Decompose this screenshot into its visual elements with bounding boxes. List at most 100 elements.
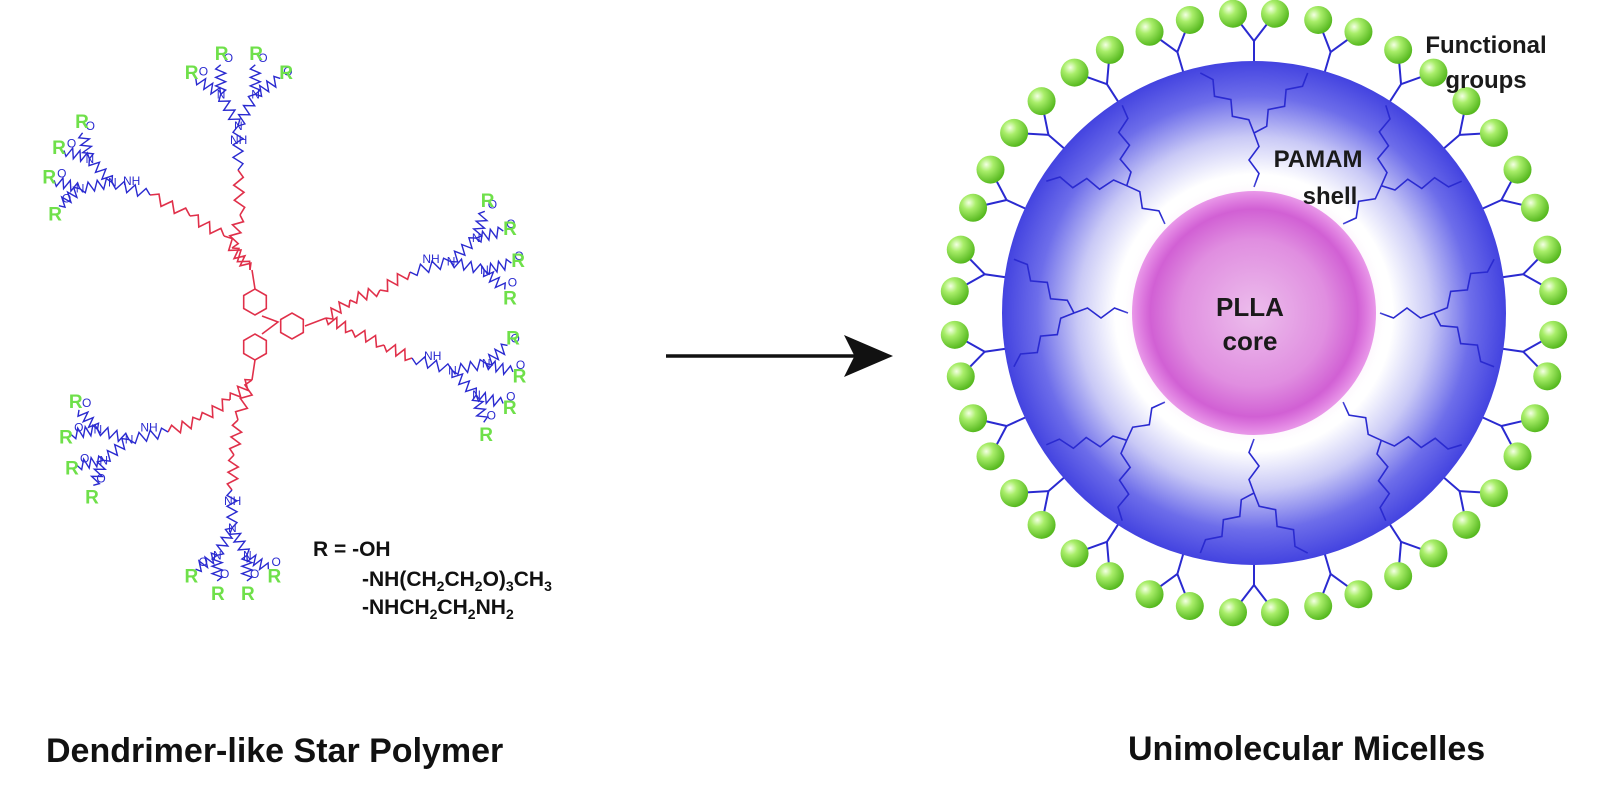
shell-label-line2: shell xyxy=(1303,183,1358,210)
pamam-branch xyxy=(215,527,234,556)
pamam-branch xyxy=(195,77,222,96)
functional-bead xyxy=(1260,598,1289,627)
pamam-branch xyxy=(451,358,487,376)
tether xyxy=(1442,134,1461,151)
left-caption: Dendrimer-like Star Polymer xyxy=(46,732,504,770)
nitrogen-atom: N xyxy=(99,453,108,467)
shell-label-line1: PAMAM xyxy=(1274,146,1363,173)
shell-chain-branch xyxy=(1376,440,1391,522)
pamam-branch xyxy=(483,258,512,276)
tether xyxy=(1176,51,1185,74)
functional-bead xyxy=(1027,87,1056,116)
right-caption: Unimolecular Micelles xyxy=(1128,730,1486,768)
functional-bead xyxy=(1000,118,1029,147)
carbonyl-oxygen: O xyxy=(80,451,89,465)
carbonyl-oxygen: O xyxy=(487,408,496,422)
nitrogen-atom: N xyxy=(76,182,85,196)
functional-bead xyxy=(1344,580,1373,609)
functional-bead xyxy=(940,277,969,306)
pamam-branch xyxy=(89,459,108,486)
r-group-amine: -NHCH2CH2NH2 xyxy=(362,596,514,622)
pamam-branch xyxy=(70,423,98,441)
functional-bead xyxy=(1452,510,1481,539)
pamam-branches xyxy=(1013,72,1495,554)
functional-bead xyxy=(959,404,988,433)
tether xyxy=(1006,415,1028,427)
nitrogen-atom: N xyxy=(213,548,222,562)
r-group-atom: R xyxy=(267,567,281,588)
shell-chain xyxy=(1379,307,1435,319)
plla-arm xyxy=(325,271,411,320)
carbonyl-oxygen: O xyxy=(62,192,71,206)
pamam-branch xyxy=(53,176,81,193)
carbonyl-oxygen: O xyxy=(220,567,229,581)
functional-bead xyxy=(959,193,988,222)
pamam-branch xyxy=(471,210,489,239)
r-group-definitions: R = -OH -NH(CH2CH2O)3CH3 -NHCH2CH2NH2 xyxy=(313,538,552,622)
tether xyxy=(1176,552,1185,575)
plla-arm xyxy=(149,193,251,271)
tether xyxy=(1047,475,1066,492)
functional-bead xyxy=(1135,17,1164,46)
pamam-branch xyxy=(248,64,263,95)
carbonyl-oxygen: O xyxy=(67,136,76,150)
amide-nh: NH xyxy=(123,174,140,188)
r-group-atom: R xyxy=(241,584,255,605)
functional-label-line2: groups xyxy=(1445,67,1526,94)
functional-bead xyxy=(1344,17,1373,46)
functional-bead xyxy=(1533,362,1562,391)
tether xyxy=(1006,199,1028,211)
pamam-branch xyxy=(210,554,225,582)
shell-chain-branch xyxy=(1013,312,1075,368)
functional-bead xyxy=(1479,118,1508,147)
amide-nh: NH xyxy=(230,133,247,147)
pamam-branch xyxy=(482,270,506,290)
carbonyl-oxygen: O xyxy=(516,358,525,372)
shell-chain-branch xyxy=(1199,492,1255,554)
r-group-atom: R xyxy=(69,392,83,413)
shell-chain xyxy=(1342,185,1383,225)
functional-label-line1: Functional xyxy=(1425,32,1546,59)
functional-bead xyxy=(1219,598,1248,627)
tether xyxy=(1501,347,1524,353)
r-group-atom: R xyxy=(215,44,229,65)
functional-bead xyxy=(1503,442,1532,471)
unimolecular-micelle xyxy=(940,0,1568,627)
r-group-atom: R xyxy=(513,366,527,387)
carbonyl-oxygen: O xyxy=(508,275,517,289)
functional-bead xyxy=(1060,58,1089,87)
functional-bead xyxy=(1452,87,1481,116)
pamam-branch xyxy=(450,257,485,275)
carbonyl-oxygen: O xyxy=(86,119,95,133)
shell-chain-branch xyxy=(1380,435,1462,450)
r-group-atom: R xyxy=(65,459,79,480)
pamam-branch xyxy=(195,551,218,573)
r-group-atom: R xyxy=(511,251,525,272)
plla-core xyxy=(1132,191,1376,435)
functional-bead xyxy=(1219,0,1248,28)
functional-bead xyxy=(1503,155,1532,184)
pamam-branch xyxy=(255,75,281,98)
tether xyxy=(1106,522,1120,543)
shell-chain-branch xyxy=(1253,492,1309,554)
r-group-atom: R xyxy=(185,63,199,84)
functional-bead xyxy=(1533,235,1562,264)
r-group-atom: R xyxy=(503,289,517,310)
r-group-atom: R xyxy=(85,487,99,508)
tether xyxy=(1388,83,1402,104)
functional-bead xyxy=(946,362,975,391)
tether xyxy=(1501,273,1524,279)
carbonyl-oxygen: O xyxy=(283,64,292,78)
carbonyl-oxygen: O xyxy=(82,396,91,410)
carbonyl-oxygen: O xyxy=(506,217,515,231)
tether xyxy=(1480,199,1502,211)
functional-bead xyxy=(1539,277,1568,306)
pamam-branch xyxy=(111,180,151,198)
tether xyxy=(1323,552,1332,575)
plla-arm xyxy=(226,379,254,491)
functional-bead xyxy=(1260,0,1289,28)
pamam-branch xyxy=(225,489,239,529)
r-group-atom: R xyxy=(503,219,517,240)
phenyl-ring xyxy=(242,288,268,316)
